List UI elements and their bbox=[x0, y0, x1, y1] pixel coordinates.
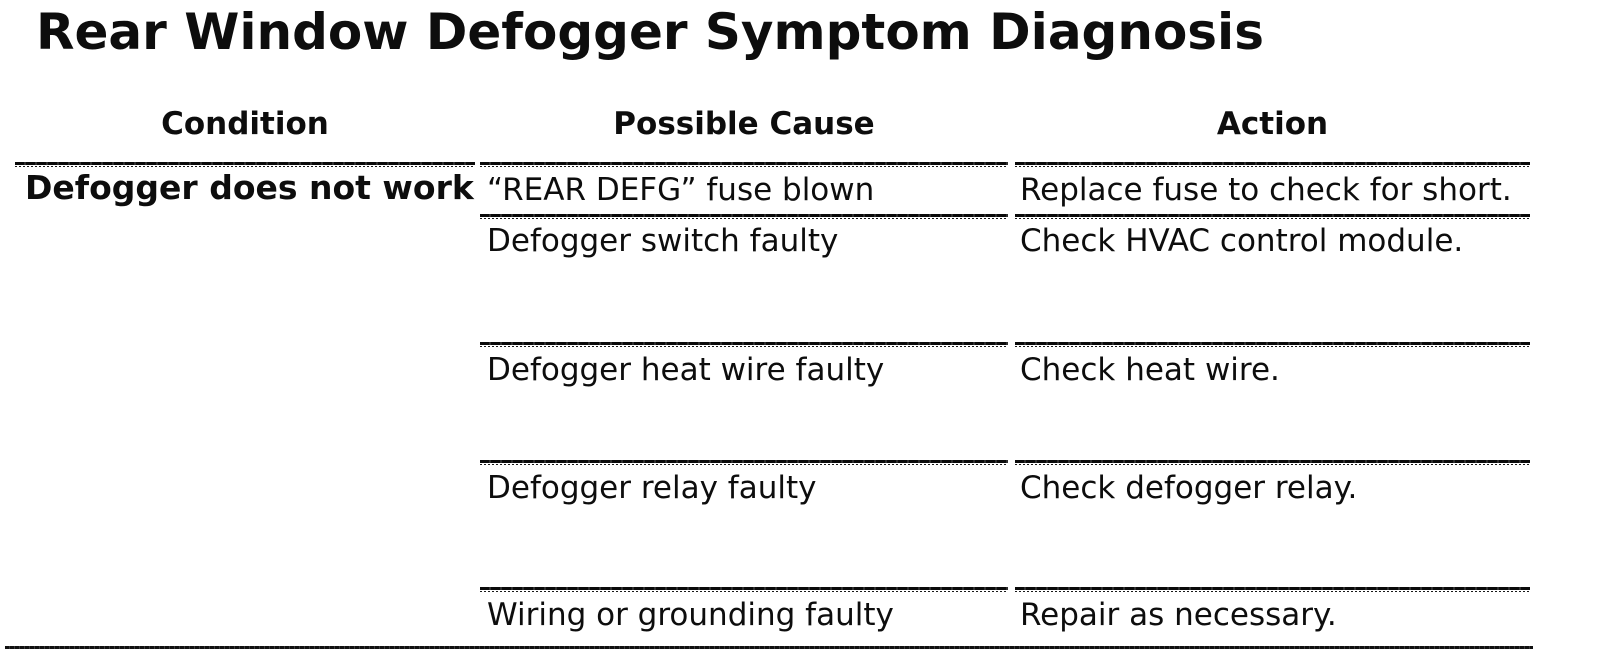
column-header-possible-cause: Possible Cause bbox=[613, 106, 875, 142]
row-rule-2-cause bbox=[480, 214, 1008, 219]
row-rule-2-action bbox=[1015, 214, 1530, 219]
header-rule-cause bbox=[480, 162, 1008, 167]
row-rule-5-action bbox=[1015, 587, 1530, 592]
cell-action-row1: Replace fuse to check for short. bbox=[1020, 172, 1512, 208]
cell-action-row4: Check defogger relay. bbox=[1020, 470, 1358, 506]
cell-cause-row3: Defogger heat wire faulty bbox=[487, 352, 885, 388]
row-rule-4-cause bbox=[480, 460, 1008, 465]
row-rule-3-action bbox=[1015, 342, 1530, 347]
page-title: Rear Window Defogger Symptom Diagnosis bbox=[36, 3, 1264, 61]
cell-condition: Defogger does not work bbox=[25, 168, 474, 207]
table-bottom-rule bbox=[5, 646, 1533, 649]
cell-cause-row4: Defogger relay faulty bbox=[487, 470, 817, 506]
row-rule-5-cause bbox=[480, 587, 1008, 592]
row-rule-3-cause bbox=[480, 342, 1008, 347]
cell-action-row2: Check HVAC control module. bbox=[1020, 223, 1464, 259]
cell-cause-row2: Defogger switch faulty bbox=[487, 223, 839, 259]
cell-cause-row1: “REAR DEFG” fuse blown bbox=[487, 172, 875, 208]
header-rule-action bbox=[1015, 162, 1530, 167]
column-header-action: Action bbox=[1216, 106, 1329, 142]
cell-action-row3: Check heat wire. bbox=[1020, 352, 1280, 388]
cell-cause-row5: Wiring or grounding faulty bbox=[487, 597, 894, 633]
cell-action-row5: Repair as necessary. bbox=[1020, 597, 1337, 633]
row-rule-4-action bbox=[1015, 460, 1530, 465]
column-header-condition: Condition bbox=[161, 106, 329, 142]
header-rule-condition bbox=[15, 162, 475, 167]
